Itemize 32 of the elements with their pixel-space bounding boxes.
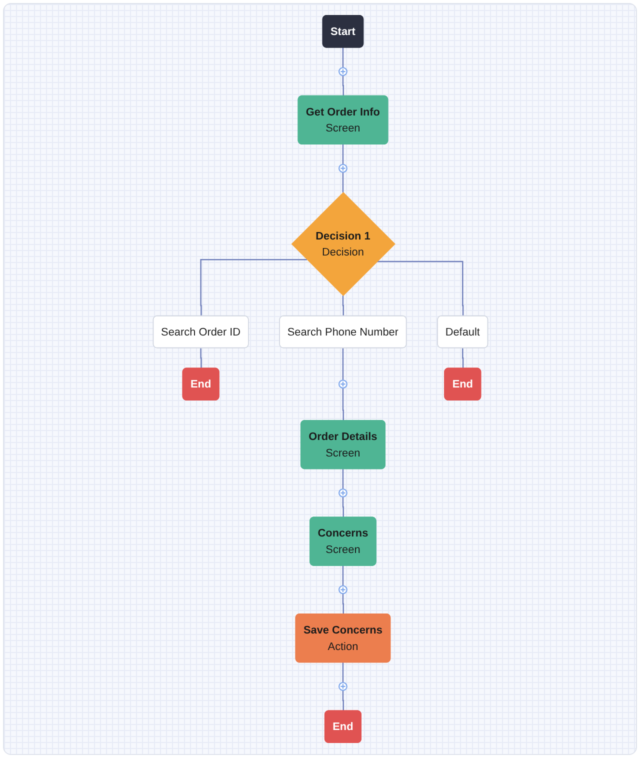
screen-step: Get Order Info Screen: [297, 95, 388, 145]
connector-line: [342, 592, 344, 614]
screen-step: Order Details Screen: [300, 420, 385, 470]
connector-line: [342, 387, 344, 421]
end-badge: End: [182, 368, 219, 400]
connector-line: [342, 662, 344, 683]
branch-label: Default: [436, 315, 488, 348]
connector-line: [342, 690, 344, 712]
plus-circle-icon: [338, 380, 347, 389]
connector-line: [342, 468, 344, 490]
plus-circle-icon: [338, 585, 347, 594]
connector-line: [342, 47, 344, 68]
plus-circle-icon: [338, 164, 347, 173]
connector-line: [342, 565, 344, 586]
screen-step: Concerns Screen: [309, 516, 376, 566]
decision-diamond: Decision 1 Decision: [290, 192, 395, 296]
connector-line: [342, 74, 344, 96]
action-step: Save Concerns Action: [294, 613, 390, 663]
start-node: Start: [322, 15, 364, 48]
branch-label: Search Order ID: [152, 315, 248, 348]
connector-line: [342, 496, 344, 518]
connector-line: [200, 258, 307, 316]
end-badge: End: [444, 368, 481, 400]
connector-line: [376, 260, 464, 316]
end-badge: End: [324, 710, 361, 743]
connector-line: [342, 144, 344, 164]
connector-line: [462, 348, 464, 368]
branch-label: Search Phone Number: [278, 315, 406, 348]
connector-line: [342, 172, 344, 192]
connector-line: [200, 348, 202, 368]
connector-line: [342, 348, 344, 380]
connector-line: [342, 294, 344, 316]
